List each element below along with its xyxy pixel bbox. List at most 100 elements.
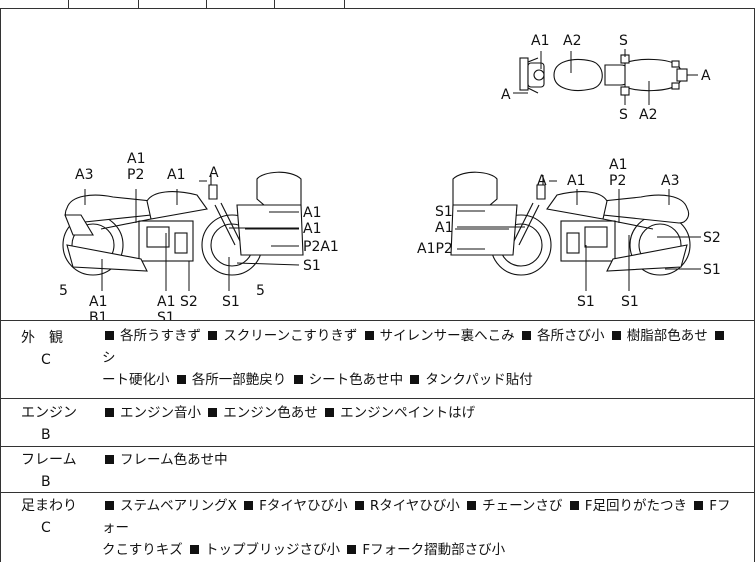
row-description: エンジン音小 エンジン色あせ エンジンペイントはげ [102,402,742,424]
bullet-square-icon [364,331,374,340]
table-cell-divider [68,0,69,8]
top-label: S [619,107,628,123]
bullet-square-icon [208,331,218,340]
right-label: S2 [703,230,721,246]
bullet-square-icon [694,501,704,510]
row-category: フレーム B [1,449,93,493]
left-label: A1 [89,294,107,310]
left-label: P2 [127,167,144,183]
turn-signal-top [671,82,680,90]
bullet-square-icon [715,331,725,340]
left-label: S1 [157,310,175,320]
table-row-suspension: 足まわり C ステムベアリングX Fタイヤひび小 Rタイヤひび小 チェーンさび … [0,492,755,562]
note-item: タンクパッド貼付 [425,372,533,388]
right-label: A1 [435,220,453,236]
cowl-left [236,204,304,256]
tank-left [146,191,208,220]
right-view-motorcycle: A A1 A1 P2 A3 S1 A1 A1P2 S2 S1 S1 S1 [417,157,721,310]
table-row-frame: フレーム B フレーム色あせ中 [0,446,755,492]
row-description: ステムベアリングX Fタイヤひび小 Rタイヤひび小 チェーンさび F足回りがたつ… [102,495,742,561]
fork-left [214,204,236,246]
note-item: シ [102,350,116,366]
exhaust-right [606,244,688,272]
ignition-top [533,69,545,81]
bullet-square-icon [347,545,357,554]
right-label: S1 [621,294,639,310]
right-label: A1P2 [417,241,453,257]
bullet-square-icon [208,408,218,417]
cowl-right [450,204,518,256]
top-label: A2 [639,107,657,123]
bullet-square-icon [293,375,303,384]
right-label: A1 [609,157,627,173]
note-item: F足回りがたつき [584,498,687,514]
top-label: A [501,87,511,103]
row-description: 各所うすきず スクリーンこすりきず サイレンサー裏へこみ 各所さび小 樹脂部色あ… [102,325,742,391]
grade-label: C [41,520,51,536]
row-category: 足まわり C [1,495,93,539]
top-label: A1 [531,33,549,49]
right-label: A1 [567,173,585,189]
note-item: チェーンさび [482,498,563,514]
fork-left [220,202,242,244]
engine-cover-left [146,226,170,248]
handlebar-top [527,57,539,63]
right-label: A [537,173,547,189]
note-item: ート硬化小 [102,372,170,388]
top-label: S [619,33,628,49]
bullet-square-icon [105,408,114,417]
left-label: S1 [222,294,240,310]
mirror-right [536,184,546,200]
left-label: A [209,165,219,181]
bullet-square-icon [105,455,114,464]
table-cell-divider [274,0,275,8]
right-label: S1 [435,204,453,220]
tank-top [553,58,603,92]
bullet-square-icon [105,331,114,340]
seat-right [602,194,690,224]
note-item: クこすりキズ [102,542,183,558]
note-item: 各所さび小 [536,328,605,344]
swingarm-right [602,218,654,230]
bullet-square-icon [354,501,364,510]
turn-signal-top [671,60,680,68]
motorcycle-diagram-svg: A1 A2 S A A S A2 [59,33,721,320]
left-label: A1 [303,221,321,237]
front-tire-top [519,57,529,91]
engine-fin-left [174,232,188,254]
note-item: Fタイヤひび小 [259,498,348,514]
category-label: 外 観 [21,330,63,346]
tail-top [676,68,688,82]
grade-label: C [41,352,51,368]
damage-diagram: A1 A2 S A A S A2 [0,9,755,320]
note-item: スクリーンこすりきず [223,328,358,344]
condition-notes-table: 外 観 C 各所うすきず スクリーンこすりきず サイレンサー裏へこみ 各所さび小… [0,320,755,562]
table-cell-divider [138,0,139,8]
left-label: S1 [303,258,321,274]
note-item: サイレンサー裏へこみ [379,328,515,344]
top-label: A [701,68,711,84]
grade-label: B [41,427,51,443]
mirror-left [208,184,218,200]
left-view-motorcycle: A1 P2 A3 A1 A A1 A1 P2A1 S1 5 5 A1 B1 A1… [59,151,339,320]
left-label: A3 [75,167,93,183]
bullet-square-icon [325,408,335,417]
right-label: A3 [661,173,679,189]
row-category: エンジン B [1,402,93,446]
swingarm-left [100,218,152,230]
note-item: 各所うすきず [120,328,201,344]
left-label: 5 [59,283,68,299]
table-cell-divider [344,0,345,8]
bullet-square-icon [105,501,114,510]
row-category: 外 観 C [1,327,93,371]
left-label: A1 [127,151,145,167]
fork-right [512,202,534,244]
right-label: S1 [577,294,595,310]
table-cell-divider [206,0,207,8]
category-label: エンジン [21,405,77,421]
note-item: Fフォー [102,498,731,536]
category-label: 足まわり [21,498,77,514]
left-label: S2 [180,294,198,310]
note-item: エンジン色あせ [223,405,318,421]
note-item: ステムベアリングX [120,498,237,514]
